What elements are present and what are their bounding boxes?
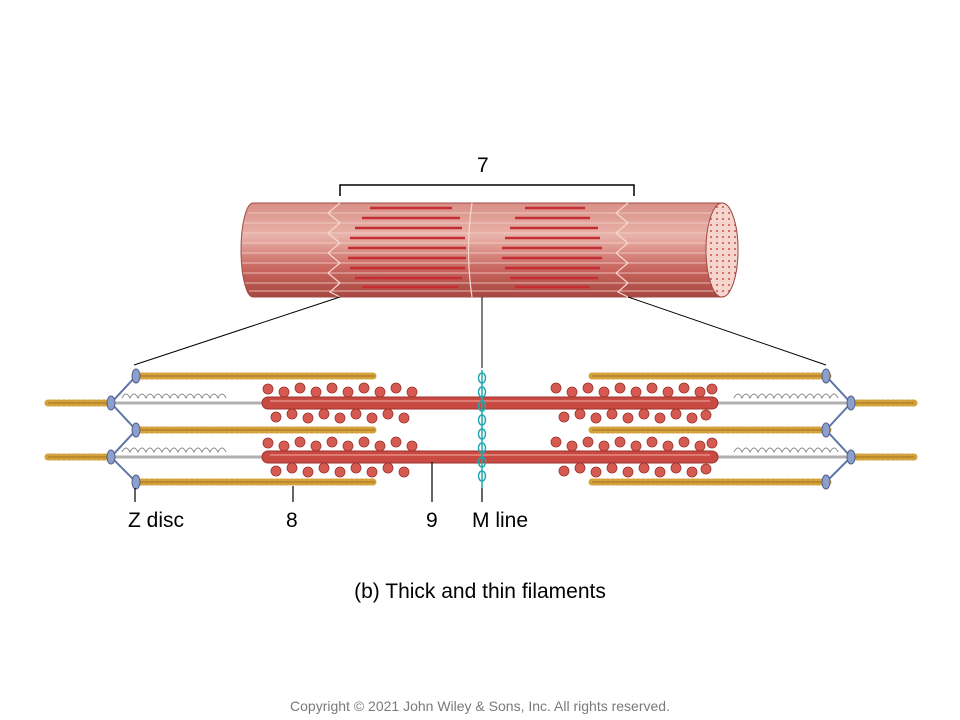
sarcomere-bracket	[339, 184, 635, 196]
m-line	[477, 370, 487, 488]
thick-filament-label: 9	[426, 509, 438, 532]
thick-filaments	[261, 396, 719, 464]
figure-caption: (b) Thick and thin filaments	[354, 580, 606, 603]
m-line-label: M line	[472, 509, 529, 532]
z-disc-label: Z disc	[128, 509, 185, 532]
z-discs	[106, 368, 856, 490]
leader-lines	[134, 462, 483, 502]
titin-springs	[112, 393, 850, 459]
sarcomere-label: 7	[477, 154, 489, 177]
myosin-heads	[262, 382, 718, 478]
myofibril-cylinder	[240, 202, 739, 298]
copyright-notice: Copyright © 2021 John Wiley & Sons, Inc.…	[290, 698, 670, 714]
zoom-lines	[133, 296, 827, 368]
thin-filament-label: 8	[286, 509, 298, 532]
thin-filament-strands	[48, 375, 914, 483]
